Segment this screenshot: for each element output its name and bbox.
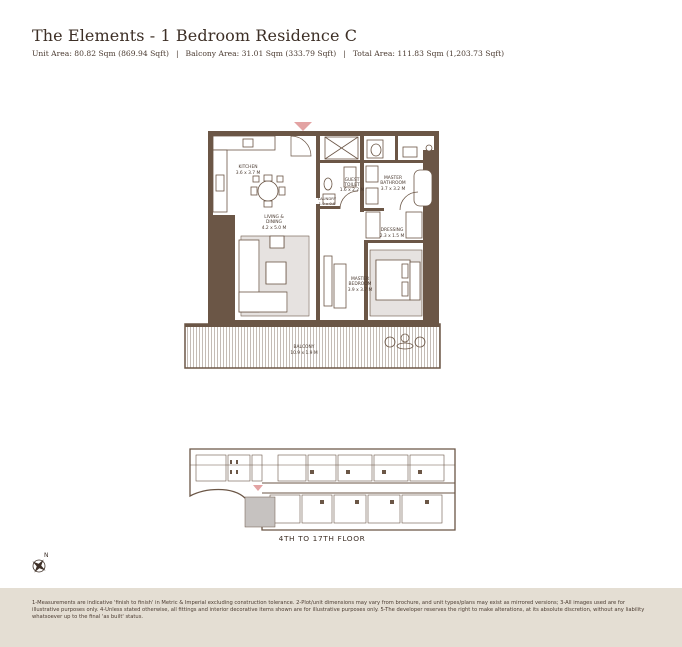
dining-set <box>250 174 286 208</box>
page-title: The Elements - 1 Bedroom Residence C <box>32 26 358 45</box>
balcony <box>184 323 441 369</box>
interior-walls <box>316 134 424 320</box>
entry-door <box>290 135 312 157</box>
master-bathroom-label-2: BATHROOM <box>380 180 406 186</box>
balcony-area: Balcony Area: 31.01 Sqm (333.79 Sqft) <box>185 49 337 58</box>
guest-toilet-fixtures <box>322 136 359 210</box>
laundry-dims: 1.0 x 0.8 <box>319 201 336 206</box>
kitchen-counters <box>212 135 276 213</box>
floor-plan: KITCHEN 3.6 x 3.7 M LIVING & DINING 4.2 … <box>184 122 456 531</box>
balcony-furniture <box>384 333 426 350</box>
room-labels: KITCHEN 3.6 x 3.7 M LIVING & DINING 4.2 … <box>236 164 406 356</box>
master-bedroom-label: MASTER <box>351 276 369 282</box>
master-bathroom-label: MASTER <box>384 175 402 181</box>
area-summary: Unit Area: 80.82 Sqm (869.94 Sqft) | Balco… <box>32 49 504 58</box>
guest-toilet-label-2: TOILET <box>343 182 360 188</box>
compass-icon: N <box>32 552 49 573</box>
balcony-dims: 10.9 x 1.9 M <box>290 350 318 356</box>
dressing-label: DRESSING <box>381 227 404 233</box>
living-label: LIVING & <box>264 214 284 220</box>
bed <box>375 259 421 301</box>
guest-toilet-label: GUEST <box>345 177 360 183</box>
disclaimer-text: 1-Measurements are indicative 'finish to… <box>32 600 645 620</box>
living-label-2: DINING <box>266 219 283 225</box>
master-bathroom-fixtures <box>365 139 433 211</box>
living-furniture <box>238 235 347 313</box>
dressing-fixtures <box>365 211 423 239</box>
unit-area: Unit Area: 80.82 Sqm (869.94 Sqft) <box>32 49 169 58</box>
kitchen-dims: 3.6 x 3.7 M <box>236 170 261 176</box>
svg-text:N: N <box>44 552 49 559</box>
key-plan-entrance-marker <box>253 485 263 491</box>
entrance-marker <box>294 122 312 131</box>
highlighted-unit <box>244 496 276 528</box>
dressing-dims: 2.3 x 1.5 M <box>380 233 405 239</box>
master-bedroom-dims: 3.9 x 3.7 M <box>348 287 373 293</box>
balcony-label: BALCONY <box>294 344 315 350</box>
laundry-label: LAUNDRY <box>318 196 337 201</box>
guest-toilet-dims: 1.6 x 2.2 M <box>340 187 365 193</box>
kitchen-label: KITCHEN <box>238 164 257 170</box>
master-bedroom-label-2: BEDROOM <box>349 281 372 287</box>
key-plan <box>189 448 456 531</box>
disclaimer-footer: 1-Measurements are indicative 'finish to… <box>0 588 682 647</box>
floor-range-label: 4TH TO 17TH FLOOR <box>278 534 366 543</box>
living-dims: 4.2 x 5.0 M <box>262 225 287 231</box>
key-plan-units <box>195 454 445 524</box>
total-area: Total Area: 111.83 Sqm (1,203.73 Sqft) <box>352 49 505 58</box>
separator: | <box>175 49 179 58</box>
key-plan-details <box>230 460 429 504</box>
separator: | <box>343 49 346 58</box>
master-bathroom-dims: 3.7 x 3.2 M <box>381 186 406 192</box>
